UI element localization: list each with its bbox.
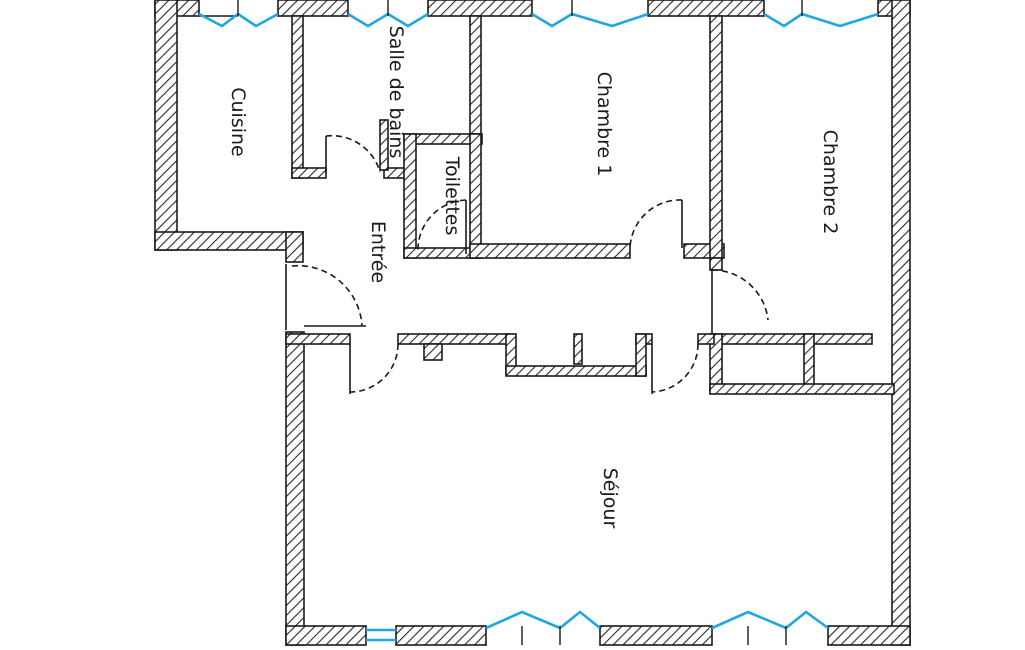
wall-niche-bottom	[505, 365, 647, 377]
wall-duct	[423, 343, 443, 361]
wall-kitchen-corner	[285, 231, 304, 263]
window-icon	[366, 628, 396, 642]
window-frames	[237, 0, 803, 645]
window-icon	[198, 12, 279, 28]
wall-bottom-1	[285, 625, 367, 646]
wall-top-3	[427, 0, 533, 17]
windows	[198, 12, 879, 642]
wall-ch2-bottom	[709, 333, 873, 345]
wall-right	[891, 0, 911, 646]
room-label-entree: Entrée	[367, 221, 389, 283]
wall-niche-right	[635, 333, 647, 377]
room-label-salle-de-bains: Salle de bains	[385, 26, 407, 159]
window-icon	[531, 12, 649, 28]
wall-left-kitchen	[154, 0, 178, 251]
door-icon	[325, 134, 381, 173]
wall-closet-bottom	[709, 383, 895, 395]
room-label-toilettes: Toilettes	[441, 156, 463, 236]
wall-bottom-2	[395, 625, 487, 646]
window-icon	[711, 610, 829, 630]
wall-ch1-bottom	[469, 243, 631, 259]
wall-niche-post	[573, 333, 583, 365]
door-icon	[417, 199, 467, 254]
wall-bath-bottom-1	[291, 167, 327, 179]
doors	[285, 134, 769, 394]
window-icon	[763, 12, 879, 28]
wall-corridor-4	[697, 333, 715, 345]
room-labels: Cuisine Salle de bains Toilettes Chambre…	[227, 26, 841, 529]
wall-bath-right-top	[469, 15, 482, 135]
door-icon	[285, 264, 366, 330]
wall-wc-right	[469, 133, 482, 259]
door-icon	[349, 343, 399, 394]
wall-corridor-1	[285, 333, 351, 345]
wall-ch2-left-low	[709, 257, 723, 271]
door-icon	[629, 199, 683, 249]
wall-top-2	[277, 0, 349, 17]
room-label-chambre-1: Chambre 1	[593, 72, 615, 177]
wall-corridor-2	[397, 333, 511, 345]
walls	[154, 0, 911, 646]
wall-ch1-right	[709, 15, 723, 259]
wall-bath-door-jamb	[379, 119, 389, 171]
room-label-cuisine: Cuisine	[227, 87, 249, 157]
door-icon	[711, 269, 769, 334]
wall-bottom-4	[827, 625, 911, 646]
window-icon	[485, 610, 601, 630]
door-icon	[651, 343, 699, 394]
wall-top-4	[647, 0, 765, 17]
room-label-sejour: Séjour	[599, 468, 621, 529]
wall-left-sejour	[285, 331, 305, 646]
wall-kitchen-bottom	[154, 231, 304, 251]
room-label-chambre-2: Chambre 2	[819, 130, 841, 235]
wall-bath-left	[291, 15, 304, 179]
window-icon	[347, 12, 429, 28]
wall-bottom-3	[599, 625, 713, 646]
